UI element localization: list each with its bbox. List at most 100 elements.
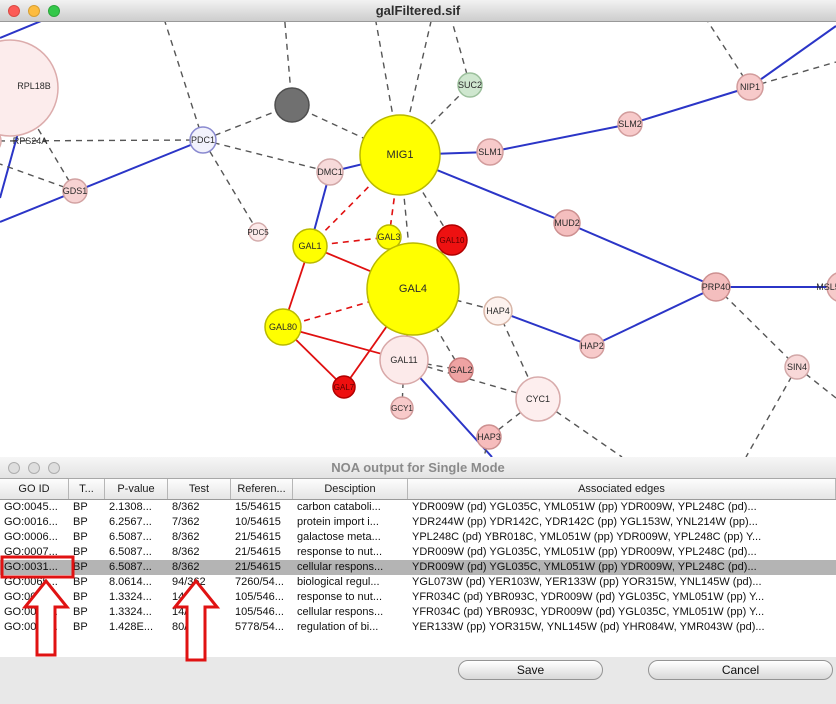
graph-edge-pp[interactable] [497, 310, 593, 347]
graph-node-mud2[interactable] [553, 209, 581, 237]
graph-edge-pp[interactable] [0, 139, 204, 223]
graph-edge-pp[interactable] [0, 22, 92, 39]
graph-node-hap2[interactable] [579, 333, 605, 359]
graph-node-rps24a[interactable] [0, 128, 2, 154]
graph-edge-pd[interactable] [446, 22, 471, 86]
graph-edge-pp[interactable] [566, 222, 717, 288]
table-cell: 15/54615 [235, 501, 281, 513]
graph-edge-pd[interactable] [749, 61, 836, 88]
table-cell: 2.1308... [109, 501, 152, 513]
graph-node-label: PRP40 [702, 282, 731, 292]
graph-edge-pd[interactable] [715, 286, 798, 368]
column-header-referen[interactable]: Referen... [231, 479, 293, 499]
save-button[interactable]: Save [458, 660, 603, 680]
graph-node-gal10[interactable] [436, 224, 468, 256]
graph-node-dmc1[interactable] [316, 158, 344, 186]
minimize-button[interactable] [28, 5, 40, 17]
graph-node-gds1[interactable] [62, 178, 88, 204]
table-cell: YFR034C (pd) YBR093C, YDR009W (pd) YGL03… [412, 591, 765, 603]
graph-node-hap4[interactable] [483, 296, 513, 326]
graph-edge-pd[interactable] [33, 121, 76, 192]
noa-window-titlebar[interactable]: NOA output for Single Mode [0, 457, 836, 479]
column-header-desciption[interactable]: Desciption [293, 479, 408, 499]
graph-node-gal1[interactable] [292, 228, 328, 264]
table-cell: YER133W (pp) YOR315W, YNL145W (pd) YHR08… [412, 621, 765, 633]
table-cell: BP [73, 621, 88, 633]
graph-edge-pp[interactable] [489, 123, 631, 153]
table-cell: cellular respons... [297, 606, 384, 618]
graph-node-label: MIG1 [387, 149, 414, 161]
graph-node-label: GCY1 [391, 404, 413, 413]
graph-node-suc2[interactable] [457, 72, 483, 98]
graph-edge-pd[interactable] [0, 163, 76, 192]
window-controls [8, 5, 60, 17]
column-header-test[interactable]: Test [168, 479, 231, 499]
graph-node-unlabeled[interactable] [274, 87, 310, 123]
zoom-button[interactable] [48, 462, 60, 474]
graph-node-prp40[interactable] [701, 272, 731, 302]
table-cell: GO:0065... [4, 576, 58, 588]
graph-node-slm1[interactable] [476, 138, 504, 166]
graph-node-label: GAL11 [390, 355, 417, 365]
graph-node-label: RPS24A [13, 136, 48, 146]
graph-node-gal4[interactable] [366, 242, 460, 336]
graph-node-gcy1[interactable] [390, 396, 414, 420]
graph-edge-pd[interactable] [0, 139, 204, 142]
graph-node-gal2[interactable] [448, 357, 474, 383]
graph-node-mig1[interactable] [359, 114, 441, 196]
graph-edge-pp[interactable] [629, 86, 751, 125]
table-cell: 8.0614... [109, 576, 152, 588]
graph-node-nip1[interactable] [736, 73, 764, 101]
column-header-pvalue[interactable]: P-value [105, 479, 168, 499]
graph-node-cyc1[interactable] [515, 376, 561, 422]
column-header-goid[interactable]: GO ID [0, 479, 69, 499]
graph-edge-pd[interactable] [202, 139, 259, 233]
graph-node-label: HAP2 [580, 341, 604, 351]
close-button[interactable] [8, 462, 20, 474]
graph-edge-pd[interactable] [745, 366, 798, 457]
graph-edge-pd[interactable] [202, 139, 331, 173]
graph-node-label: GAL1 [298, 241, 321, 251]
graph-node-rpl18b[interactable] [0, 39, 59, 137]
graph-node-gal7[interactable] [332, 375, 356, 399]
graph-edge-pd[interactable] [403, 359, 539, 400]
table-cell: response to nut... [297, 591, 382, 603]
table-cell: GO:0050... [4, 621, 58, 633]
table-cell: BP [73, 561, 88, 573]
graph-node-label: RPL18B [17, 81, 51, 91]
table-cell: BP [73, 531, 88, 543]
column-header-t[interactable]: T... [69, 479, 105, 499]
graph-edge-pd[interactable] [158, 22, 204, 141]
graph-window-titlebar[interactable]: galFiltered.sif [0, 0, 836, 22]
graph-node-pdc5[interactable] [248, 222, 268, 242]
graph-node-gal11[interactable] [379, 335, 429, 385]
graph-edge-pd[interactable] [796, 366, 836, 399]
graph-node-hap3[interactable] [476, 424, 502, 450]
graph-edge-pp[interactable] [591, 286, 717, 347]
graph-node-msl5[interactable] [826, 272, 836, 302]
graph-node-sin4[interactable] [784, 354, 810, 380]
graph-node-label: HAP3 [477, 432, 501, 442]
zoom-button[interactable] [48, 5, 60, 17]
graph-node-gal80[interactable] [264, 308, 302, 346]
column-header-associatededges[interactable]: Associated edges [408, 479, 836, 499]
close-button[interactable] [8, 5, 20, 17]
table-cell: YFR034C (pd) YBR093C, YDR009W (pd) YGL03… [412, 606, 765, 618]
cancel-button[interactable]: Cancel [648, 660, 833, 680]
minimize-button[interactable] [28, 462, 40, 474]
graph-node-pdc1[interactable] [189, 126, 217, 154]
graph-node-slm2[interactable] [617, 111, 643, 137]
graph-edge-pp[interactable] [749, 25, 836, 88]
table-cell: YPL248C (pd) YBR018C, YML051W (pp) YDR00… [412, 531, 762, 543]
table-cell: 6.5087... [109, 546, 152, 558]
